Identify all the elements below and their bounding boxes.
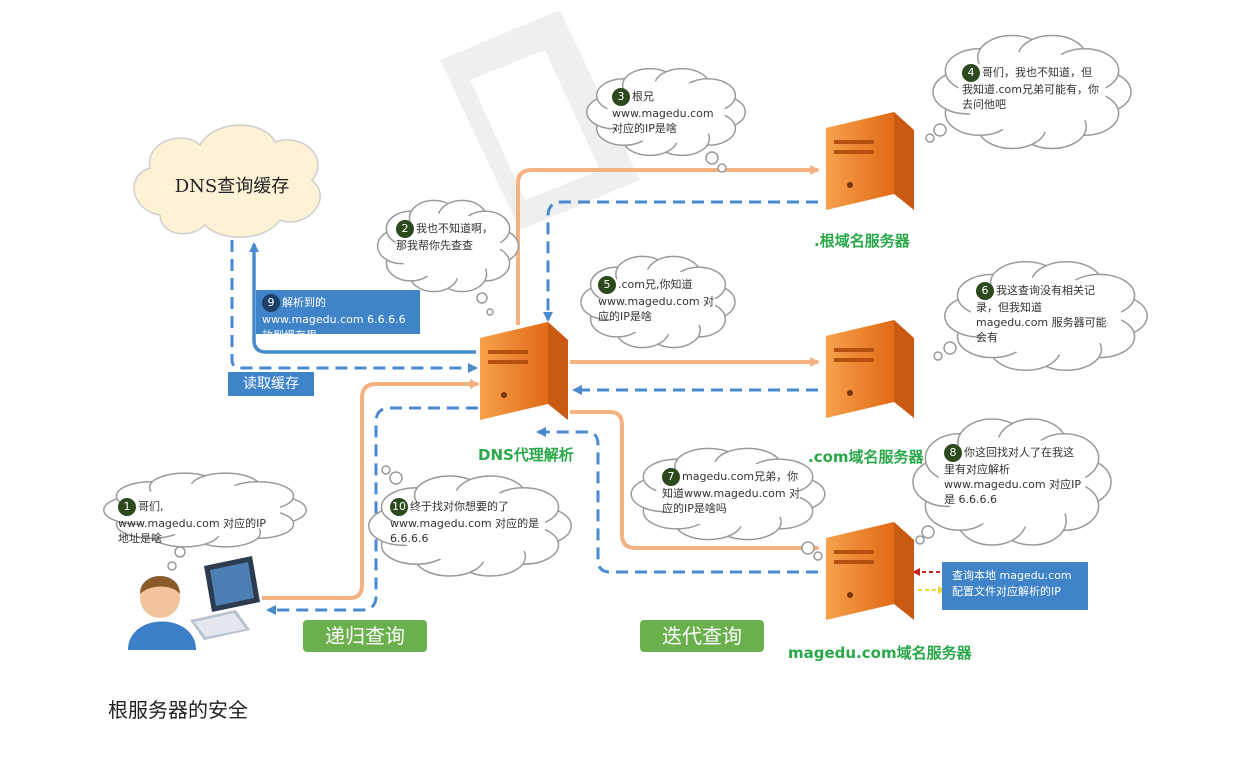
root-server-label: .根域名服务器	[814, 232, 910, 250]
step-badge-1: 1	[118, 498, 136, 516]
thought-cloud-b10	[368, 465, 572, 577]
step-badge-5: 5	[598, 276, 616, 294]
thought-bubbles	[103, 34, 1148, 577]
step-badge-2: 2	[396, 220, 414, 238]
magedu-server-label: magedu.com域名服务器	[788, 644, 972, 662]
local-config-arrows	[912, 568, 946, 594]
arrow-store-cache	[249, 242, 476, 354]
server-magedu-icon	[826, 522, 914, 620]
computer-icon	[190, 556, 260, 640]
thought-cloud-b8	[912, 418, 1112, 546]
server-proxy-icon	[480, 322, 568, 420]
step-badge-10: 10	[390, 498, 408, 516]
arrow-root-to-proxy	[543, 200, 818, 322]
step-badge-9: 9	[262, 294, 280, 312]
arrow-magedu-to-proxy	[536, 427, 818, 574]
step-badge-8: 8	[944, 444, 962, 462]
proxy-server-label: DNS代理解析	[478, 446, 574, 464]
arrow-proxy-to-root	[516, 165, 820, 325]
section-caption: 根服务器的安全	[108, 698, 248, 722]
arrow-read-cache	[230, 240, 478, 373]
thought-cloud-b3	[586, 67, 746, 173]
step-badge-6: 6	[976, 282, 994, 300]
thought-cloud-b7	[630, 447, 826, 561]
dns-cache-cloud	[133, 124, 321, 238]
response-arrows	[230, 200, 818, 615]
read-cache-label: 读取缓存	[228, 372, 314, 396]
local-config-box: 查询本地 magedu.com 配置文件对应解析的IP	[942, 562, 1088, 610]
server-com-icon	[826, 320, 914, 418]
step-badge-4: 4	[962, 64, 980, 82]
bubble-5-text: 5.com兄,你知道 www.magedu.com 对应的IP是啥	[598, 276, 715, 323]
cache-cloud-label: DNS查询缓存	[174, 176, 290, 197]
arrow-user-to-proxy	[262, 379, 480, 600]
recursive-query-tag: 递归查询	[303, 620, 427, 652]
thought-cloud-b4	[925, 34, 1132, 150]
watermark-logo	[440, 10, 640, 230]
arrow-proxy-to-magedu	[570, 410, 820, 553]
step-badge-3: 3	[612, 88, 630, 106]
com-server-label: .com域名服务器	[808, 448, 924, 466]
step-badge-7: 7	[662, 468, 680, 486]
iterative-query-tag: 迭代查询	[640, 620, 764, 652]
arrow-proxy-to-user	[266, 406, 478, 615]
user-icon	[128, 576, 196, 650]
dns-resolution-diagram	[103, 10, 1148, 650]
server-root-icon	[826, 112, 914, 210]
thought-cloud-b2	[376, 199, 520, 316]
thought-cloud-b5	[580, 255, 736, 349]
request-arrows	[262, 165, 820, 600]
